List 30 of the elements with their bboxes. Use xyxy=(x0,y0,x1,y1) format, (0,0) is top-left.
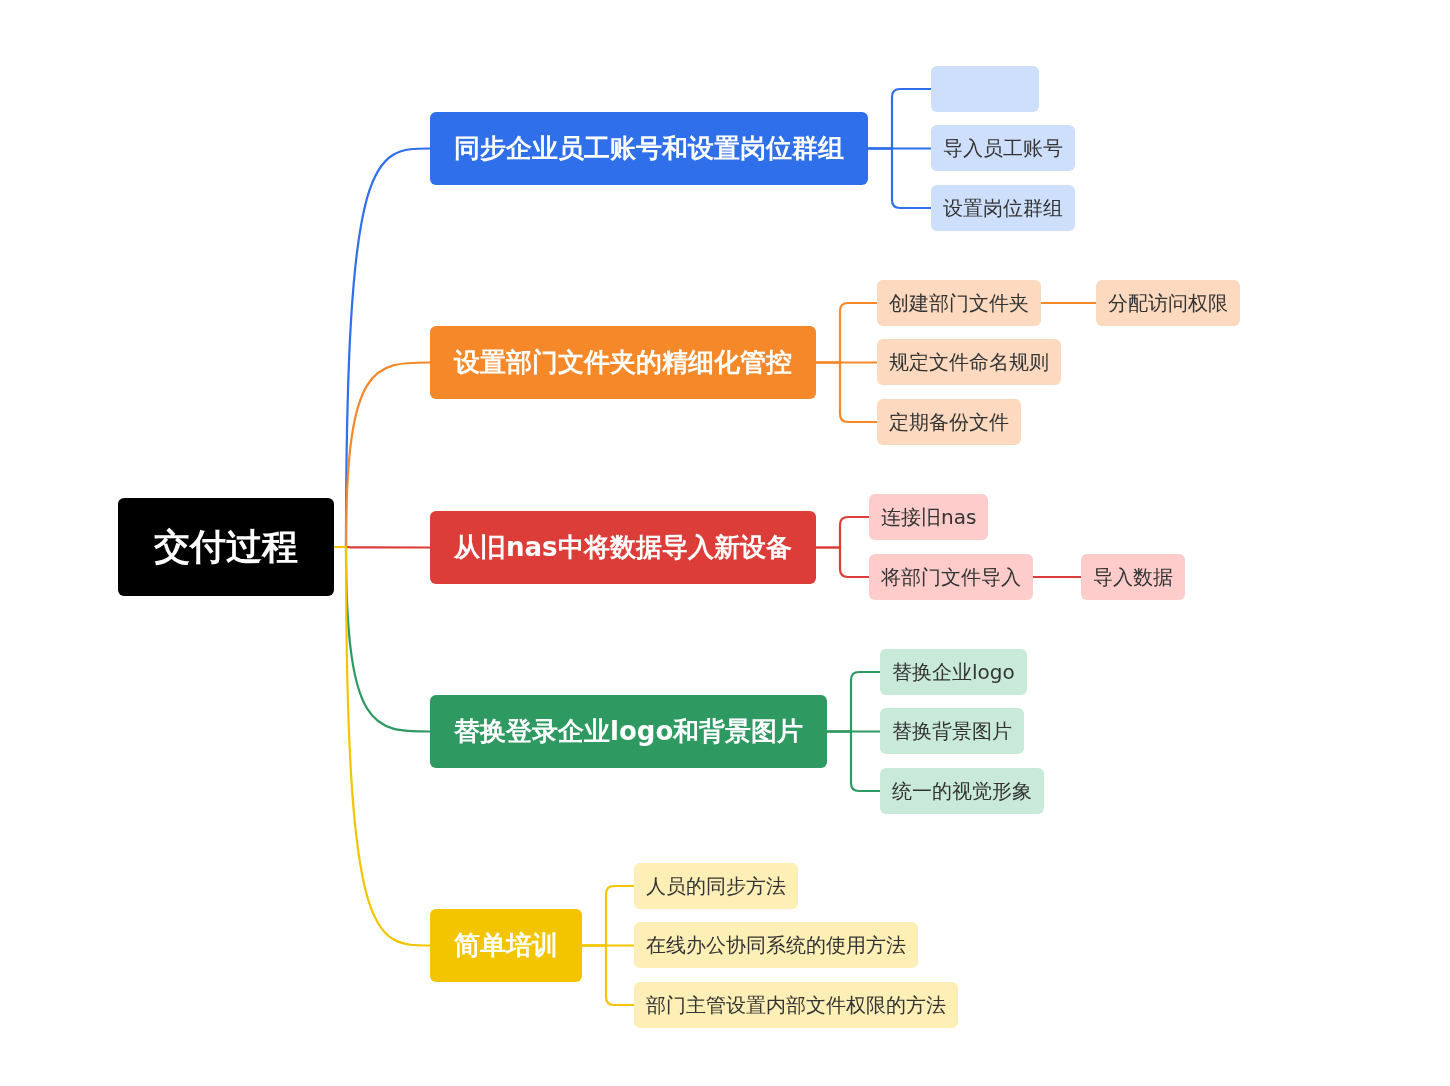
subtopic-box: 替换背景图片 xyxy=(880,708,1024,754)
subtopic-box: 在线办公协同系统的使用方法 xyxy=(634,922,918,968)
subtopic-box: 统一的视觉形象 xyxy=(880,768,1044,814)
subtopic-box: 定期备份文件 xyxy=(877,399,1021,445)
connector-line xyxy=(816,546,869,579)
topic-box: 替换登录企业logo和背景图片 xyxy=(430,695,828,768)
connector-line xyxy=(582,944,634,1007)
connector-line xyxy=(1033,575,1081,579)
central-topic-box: 交付过程 xyxy=(118,498,334,596)
topic-box: 设置部门文件夹的精细化管控 xyxy=(430,326,816,399)
connector-line xyxy=(868,147,931,210)
topic-box: 从旧nas中将数据导入新设备 xyxy=(430,511,816,584)
topic-box: 简单培训 xyxy=(430,909,582,982)
connector-line xyxy=(827,730,880,793)
subtopic-box: 创建部门文件夹 xyxy=(877,280,1041,326)
empty-box xyxy=(931,66,1039,112)
subtopic-box: 设置岗位群组 xyxy=(931,185,1075,231)
subtopic-box: 规定文件命名规则 xyxy=(877,339,1061,385)
subtopic-box: 替换企业logo xyxy=(880,649,1027,695)
connector-line xyxy=(334,545,430,947)
subtopic-box: 导入员工账号 xyxy=(931,125,1075,171)
subtopic-box: 人员的同步方法 xyxy=(634,863,798,909)
topic-box: 同步企业员工账号和设置岗位群组 xyxy=(430,112,868,185)
connector-line xyxy=(1041,301,1096,305)
subtopic-box: 连接旧nas xyxy=(869,494,989,540)
subtopic-box: 导入数据 xyxy=(1081,554,1185,600)
subtopic-box: 部门主管设置内部文件权限的方法 xyxy=(634,982,958,1028)
subtopic-box: 分配访问权限 xyxy=(1096,280,1240,326)
subtopic-box: 将部门文件导入 xyxy=(869,554,1033,600)
connector-line xyxy=(816,361,877,424)
